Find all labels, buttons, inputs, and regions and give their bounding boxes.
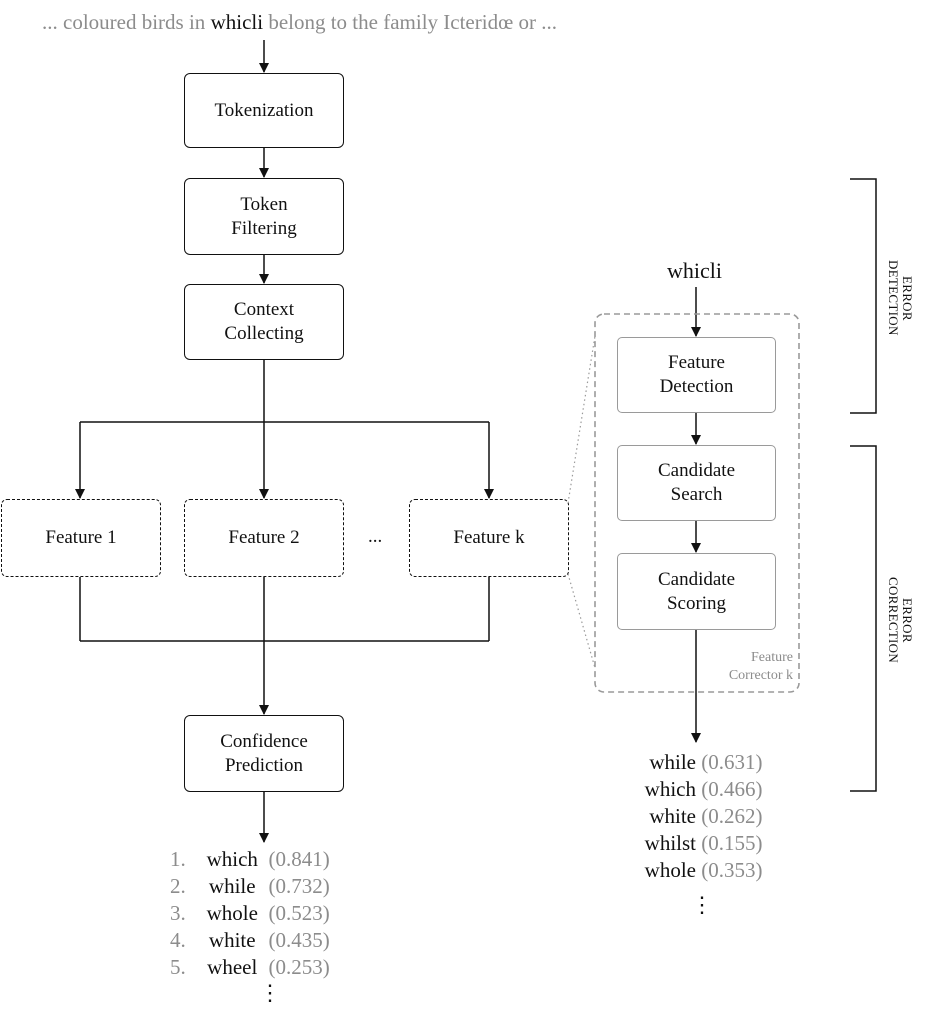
- candidate-score: (0.435): [268, 928, 330, 952]
- candidate-word: which: [644, 777, 696, 801]
- tokenization-box: Tokenization: [184, 73, 344, 148]
- confidence-prediction-box: Confidence Prediction: [184, 715, 344, 792]
- feature-corrector-frame: [594, 313, 800, 693]
- error-detection-label: ERROR DETECTION: [886, 260, 915, 336]
- candidate-score: (0.631): [701, 750, 763, 774]
- rank-number: 1.: [170, 847, 186, 871]
- list-item: 1. which (0.841): [170, 846, 330, 873]
- list-item: while (0.631): [600, 749, 763, 776]
- candidate-score: (0.523): [268, 901, 330, 925]
- list-item: whole (0.353): [600, 857, 763, 884]
- token-filtering-box: Token Filtering: [184, 178, 344, 255]
- zoom-line-top: [567, 335, 596, 504]
- bracket-error-correction: [850, 445, 877, 792]
- feature-detection-box: Feature Detection: [617, 337, 776, 413]
- rank-number: 5.: [170, 955, 186, 979]
- confidence-prediction-label: Confidence Prediction: [220, 730, 308, 776]
- final-list-continuation: ⋮: [259, 980, 281, 1005]
- feature-2-label: Feature 2: [228, 527, 300, 548]
- list-item: white (0.262): [600, 803, 763, 830]
- feature-2-box: Feature 2: [184, 499, 344, 577]
- candidate-word: while: [649, 750, 696, 774]
- candidate-search-label: Candidate Search: [657, 460, 736, 505]
- list-item: whilst (0.155): [600, 830, 763, 857]
- error-correction-label: ERROR CORRECTION: [886, 576, 915, 664]
- context-collecting-box: Context Collecting: [184, 284, 344, 360]
- sentence-highlight-word: whicli: [210, 10, 264, 34]
- zoom-line-bottom: [567, 573, 596, 669]
- feature-k-box: Feature k: [409, 499, 569, 577]
- sentence-prefix: ... coloured birds in: [42, 10, 206, 34]
- candidate-word: whilst: [644, 831, 696, 855]
- feature-corrector-label: Feature Corrector k: [728, 650, 793, 683]
- list-item: 3. whole (0.523): [170, 900, 330, 927]
- candidate-score: (0.155): [701, 831, 763, 855]
- candidate-score: (0.262): [701, 804, 763, 828]
- candidate-score: (0.353): [701, 858, 763, 882]
- feature-detection-label: Feature Detection: [659, 352, 734, 397]
- feature-list-continuation: ⋮: [691, 892, 713, 917]
- candidate-score: (0.253): [268, 955, 330, 979]
- tokenization-label: Tokenization: [214, 99, 314, 121]
- sentence-suffix: belong to the family Icteridœ or ...: [268, 10, 557, 34]
- list-item: which (0.466): [600, 776, 763, 803]
- list-item: 4. white (0.435): [170, 927, 330, 954]
- candidate-score: (0.466): [701, 777, 763, 801]
- candidate-score: (0.841): [268, 847, 330, 871]
- context-collecting-label: Context Collecting: [224, 299, 304, 344]
- candidate-scoring-label: Candidate Scoring: [657, 568, 736, 614]
- candidate-word: white: [208, 928, 256, 952]
- candidate-score: (0.732): [268, 874, 330, 898]
- feature-1-box: Feature 1: [1, 499, 161, 577]
- rank-number: 4.: [170, 928, 186, 952]
- feature-1-label: Feature 1: [45, 527, 117, 548]
- candidate-word: whole: [206, 901, 258, 925]
- list-item: 5. wheel (0.253): [170, 954, 330, 981]
- bracket-error-detection: [850, 178, 877, 414]
- input-sentence: ... coloured birds in whicli belong to t…: [42, 10, 557, 35]
- feature-k-label: Feature k: [453, 527, 525, 548]
- candidate-word: which: [206, 847, 258, 871]
- list-item: 2. while (0.732): [170, 873, 330, 900]
- candidate-scoring-box: Candidate Scoring: [617, 553, 776, 630]
- rank-number: 3.: [170, 901, 186, 925]
- candidate-search-box: Candidate Search: [617, 445, 776, 521]
- candidate-word: while: [208, 874, 256, 898]
- candidate-word: whole: [644, 858, 696, 882]
- candidate-word: wheel: [207, 955, 258, 979]
- corrector-input-word: whicli: [667, 258, 722, 283]
- rank-number: 2.: [170, 874, 186, 898]
- candidate-word: white: [649, 804, 696, 828]
- token-filtering-label: Token Filtering: [231, 193, 297, 239]
- features-ellipsis: ...: [368, 526, 383, 547]
